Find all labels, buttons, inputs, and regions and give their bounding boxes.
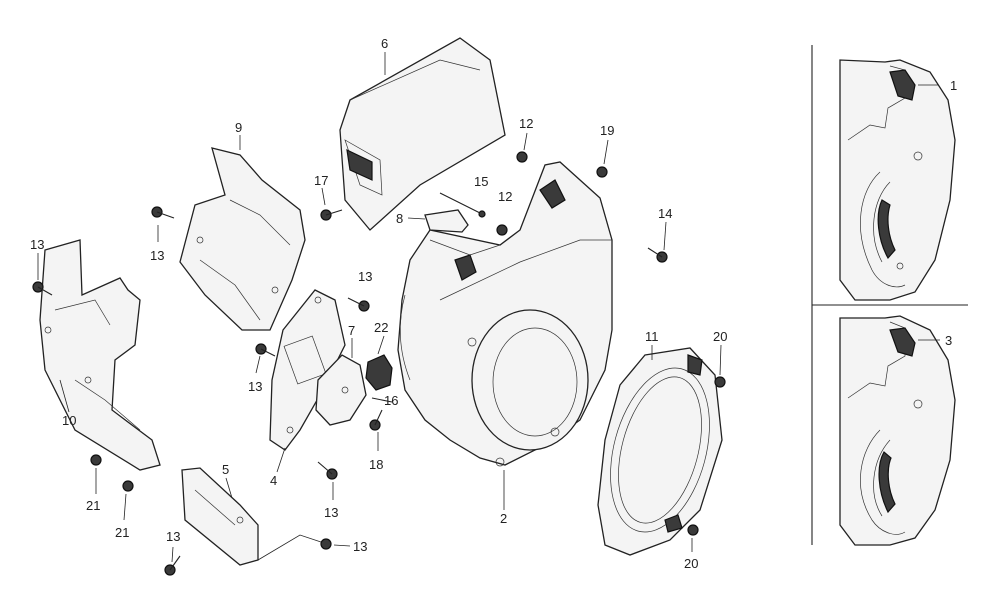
callout-21a: 21: [86, 498, 100, 513]
callout-11: 11: [645, 329, 659, 344]
callout-13e: 13: [324, 505, 338, 520]
bolt-16: [371, 397, 393, 403]
baffle-shield: [179, 147, 306, 331]
callout-10: 10: [62, 413, 76, 428]
callout-3: 3: [945, 333, 952, 348]
nut-20b: [687, 524, 699, 536]
bolt-18: [369, 409, 383, 431]
callout-4: 4: [270, 473, 277, 488]
bolt-17: [320, 209, 343, 221]
side-plate: [39, 239, 161, 471]
callout-16: 16: [384, 393, 398, 408]
callout-9: 9: [235, 120, 242, 135]
callout-2: 2: [500, 511, 507, 526]
bolt-19: [596, 166, 608, 178]
callout-14: 14: [658, 206, 672, 221]
bolt-13f: [164, 555, 181, 576]
leader-lines: [37, 52, 940, 563]
callout-13d: 13: [248, 379, 262, 394]
callout-17: 17: [314, 173, 328, 188]
lower-bracket: [181, 467, 331, 566]
callout-8: 8: [396, 211, 403, 226]
callout-6: 6: [381, 36, 388, 51]
callout-labels: 1 2 3 4 5 6 7 8 9 10 11 12 12 13 13 13 1…: [30, 36, 957, 571]
cover-plate: [315, 354, 367, 426]
callout-22: 22: [374, 320, 388, 335]
callout-1: 1: [950, 78, 957, 93]
callout-19: 19: [600, 123, 614, 138]
callout-15: 15: [474, 174, 488, 189]
fasteners: [32, 151, 726, 576]
bolt-14: [647, 247, 668, 263]
bolt-21b: [122, 480, 134, 492]
callout-12a: 12: [519, 116, 533, 131]
grommet: [365, 354, 393, 391]
callout-13a: 13: [30, 237, 44, 252]
bolt-13e: [317, 461, 338, 480]
fan-shroud: [397, 161, 613, 467]
inset-cover-1: [839, 59, 956, 301]
top-cover: [339, 37, 506, 231]
inset-cover-3: [839, 315, 956, 546]
callout-13c: 13: [358, 269, 372, 284]
bracket-plate: [269, 289, 346, 451]
nut-12b: [496, 224, 508, 236]
callout-20b: 20: [684, 556, 698, 571]
bolt-13d: [255, 343, 276, 357]
callout-20a: 20: [713, 329, 727, 344]
callout-12b: 12: [498, 189, 512, 204]
bolt-13b: [151, 206, 175, 219]
callout-7: 7: [348, 323, 355, 338]
bolt-15: [439, 192, 486, 218]
callout-13g: 13: [353, 539, 367, 554]
inset-panels: [811, 45, 968, 545]
bolt-13a: [32, 281, 53, 296]
callout-13b: 13: [150, 248, 164, 263]
small-bracket: [424, 209, 469, 233]
bolt-13c: [347, 297, 370, 312]
nut-12a: [516, 151, 528, 163]
callout-13f: 13: [166, 529, 180, 544]
callout-21b: 21: [115, 525, 129, 540]
bolt-21a: [90, 454, 102, 466]
callout-18: 18: [369, 457, 383, 472]
callout-5: 5: [222, 462, 229, 477]
nut-20a: [714, 376, 726, 388]
fan-ring: [597, 347, 723, 556]
bolt-13g: [320, 538, 332, 550]
